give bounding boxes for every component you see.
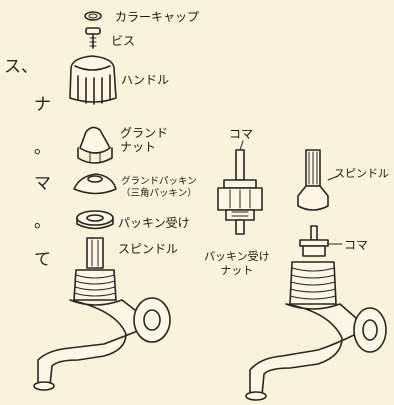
text-fragment-5: 。 [34,212,51,232]
leader-lines [239,140,343,245]
label-handle: ハンドル [121,73,170,87]
text-fragment-4: マ [34,174,51,194]
label-packing-seat-nut: パッキン受け ナット [204,250,270,278]
text-fragment-6: て [34,250,51,270]
text-fragment-2: ナ [34,95,51,115]
label-color-cap: カラーキャップ [115,10,200,24]
faucet-right [245,225,387,401]
packing-seat [76,210,114,230]
label-gland-packing: グランドパッキン （三角パッキン） [121,176,197,199]
label-koma-top: コマ [229,127,254,141]
handle [69,55,117,105]
gland-nut [77,126,113,164]
label-gland-nut: グランド ナット [120,126,169,154]
gland-packing [73,173,117,195]
label-packing-seat: パッキン受け [118,216,190,230]
label-koma: コマ [344,238,369,252]
color-cap [84,11,102,21]
text-fragment-1: ス、 [4,57,38,77]
label-spindle-left: スピンドル [118,242,179,256]
faucet-left [33,237,171,391]
spindle-loose [297,149,329,211]
label-screw: ビス [111,34,136,48]
koma-loose [217,149,263,235]
screw [85,27,101,49]
text-fragment-3: 。 [34,138,51,158]
label-spindle-right: スピンドル [334,167,389,180]
